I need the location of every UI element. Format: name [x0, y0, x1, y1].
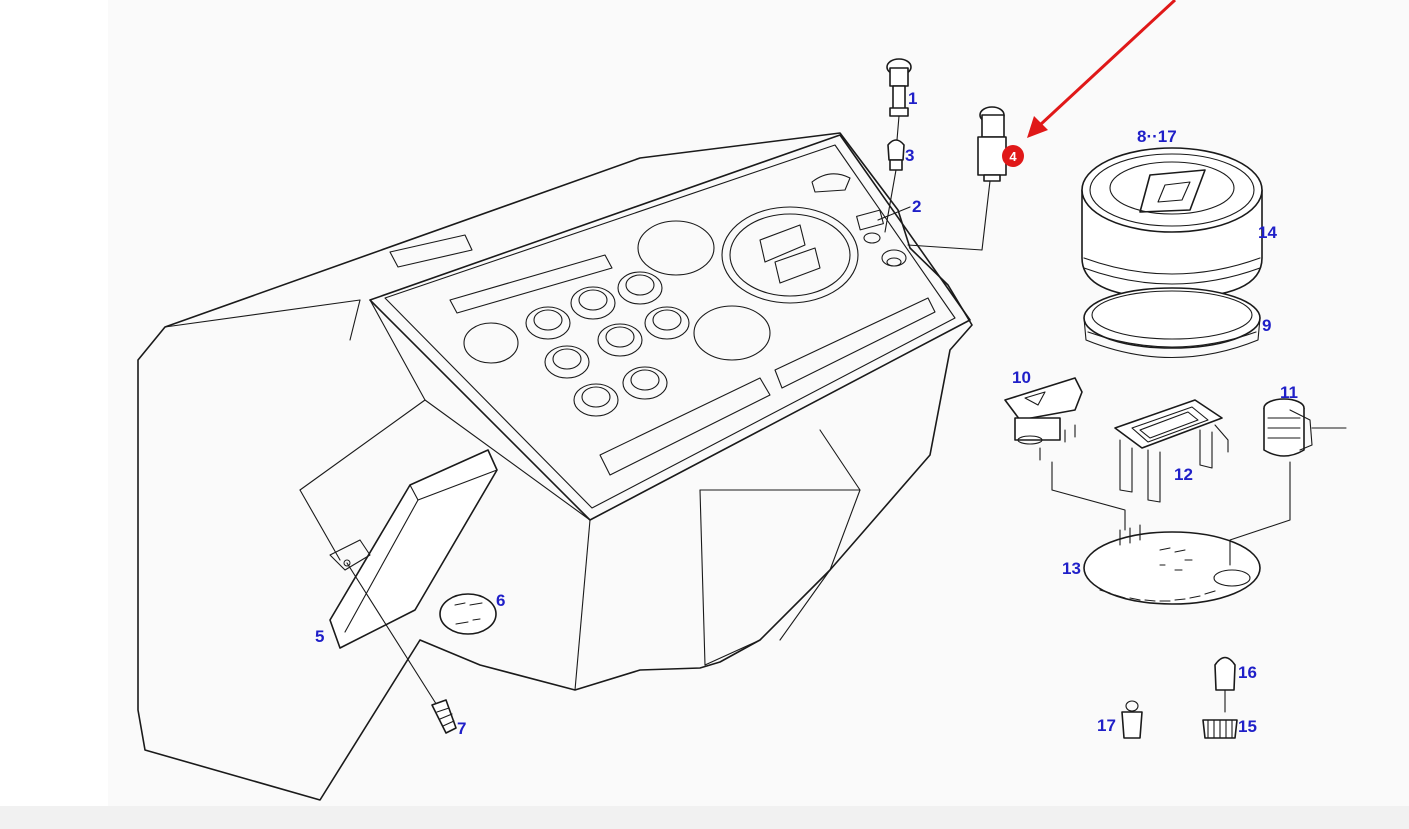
- part-12-frame: [1114, 399, 1229, 503]
- part-7-screw: [346, 562, 457, 734]
- highlight-arrow: [1027, 0, 1177, 138]
- callout-11: 11: [1280, 383, 1298, 402]
- callout-9: 9: [1262, 316, 1271, 335]
- part-14-gauge-housing: [1081, 147, 1263, 299]
- callout-16: 16: [1238, 663, 1257, 682]
- callout-14: 14: [1258, 223, 1277, 242]
- callout-7: 7: [457, 719, 466, 738]
- part-15-holder: [1202, 719, 1238, 739]
- part-3-bulb: [884, 139, 905, 233]
- part-1-lighter: [886, 58, 912, 141]
- callout-6: 6: [496, 591, 505, 610]
- callout-labels: 1 2 3 5 6 7 8··17 9 10 11 12 13 14 15 16…: [315, 89, 1298, 738]
- part-5-module: [329, 449, 498, 649]
- callout-1: 1: [908, 89, 917, 108]
- part-17-holder: [1121, 700, 1143, 739]
- part-9-ring: [1083, 287, 1261, 359]
- callout-13: 13: [1062, 559, 1081, 578]
- bottom-band: [0, 806, 1409, 829]
- part-11-connector: [1263, 398, 1347, 457]
- part-4-switch: [907, 106, 1007, 251]
- callout-17: 17: [1097, 716, 1116, 735]
- part-13-circuit-board: [1083, 524, 1261, 605]
- part-6-plate: [439, 593, 497, 635]
- small-gauges: [525, 271, 690, 417]
- part-16-bulb: [1214, 656, 1236, 713]
- callout-3: 3: [905, 146, 914, 165]
- part-4-label: 4: [1009, 149, 1017, 164]
- part-4-badge: 4: [1002, 145, 1024, 167]
- callout-15: 15: [1238, 717, 1257, 736]
- callout-8-17: 8··17: [1137, 127, 1177, 146]
- callout-5: 5: [315, 627, 324, 646]
- callout-2: 2: [912, 197, 921, 216]
- callout-12: 12: [1174, 465, 1193, 484]
- callout-10: 10: [1012, 368, 1031, 387]
- instrument-panel-housing: [137, 132, 973, 801]
- part-10-bracket: [1004, 377, 1083, 461]
